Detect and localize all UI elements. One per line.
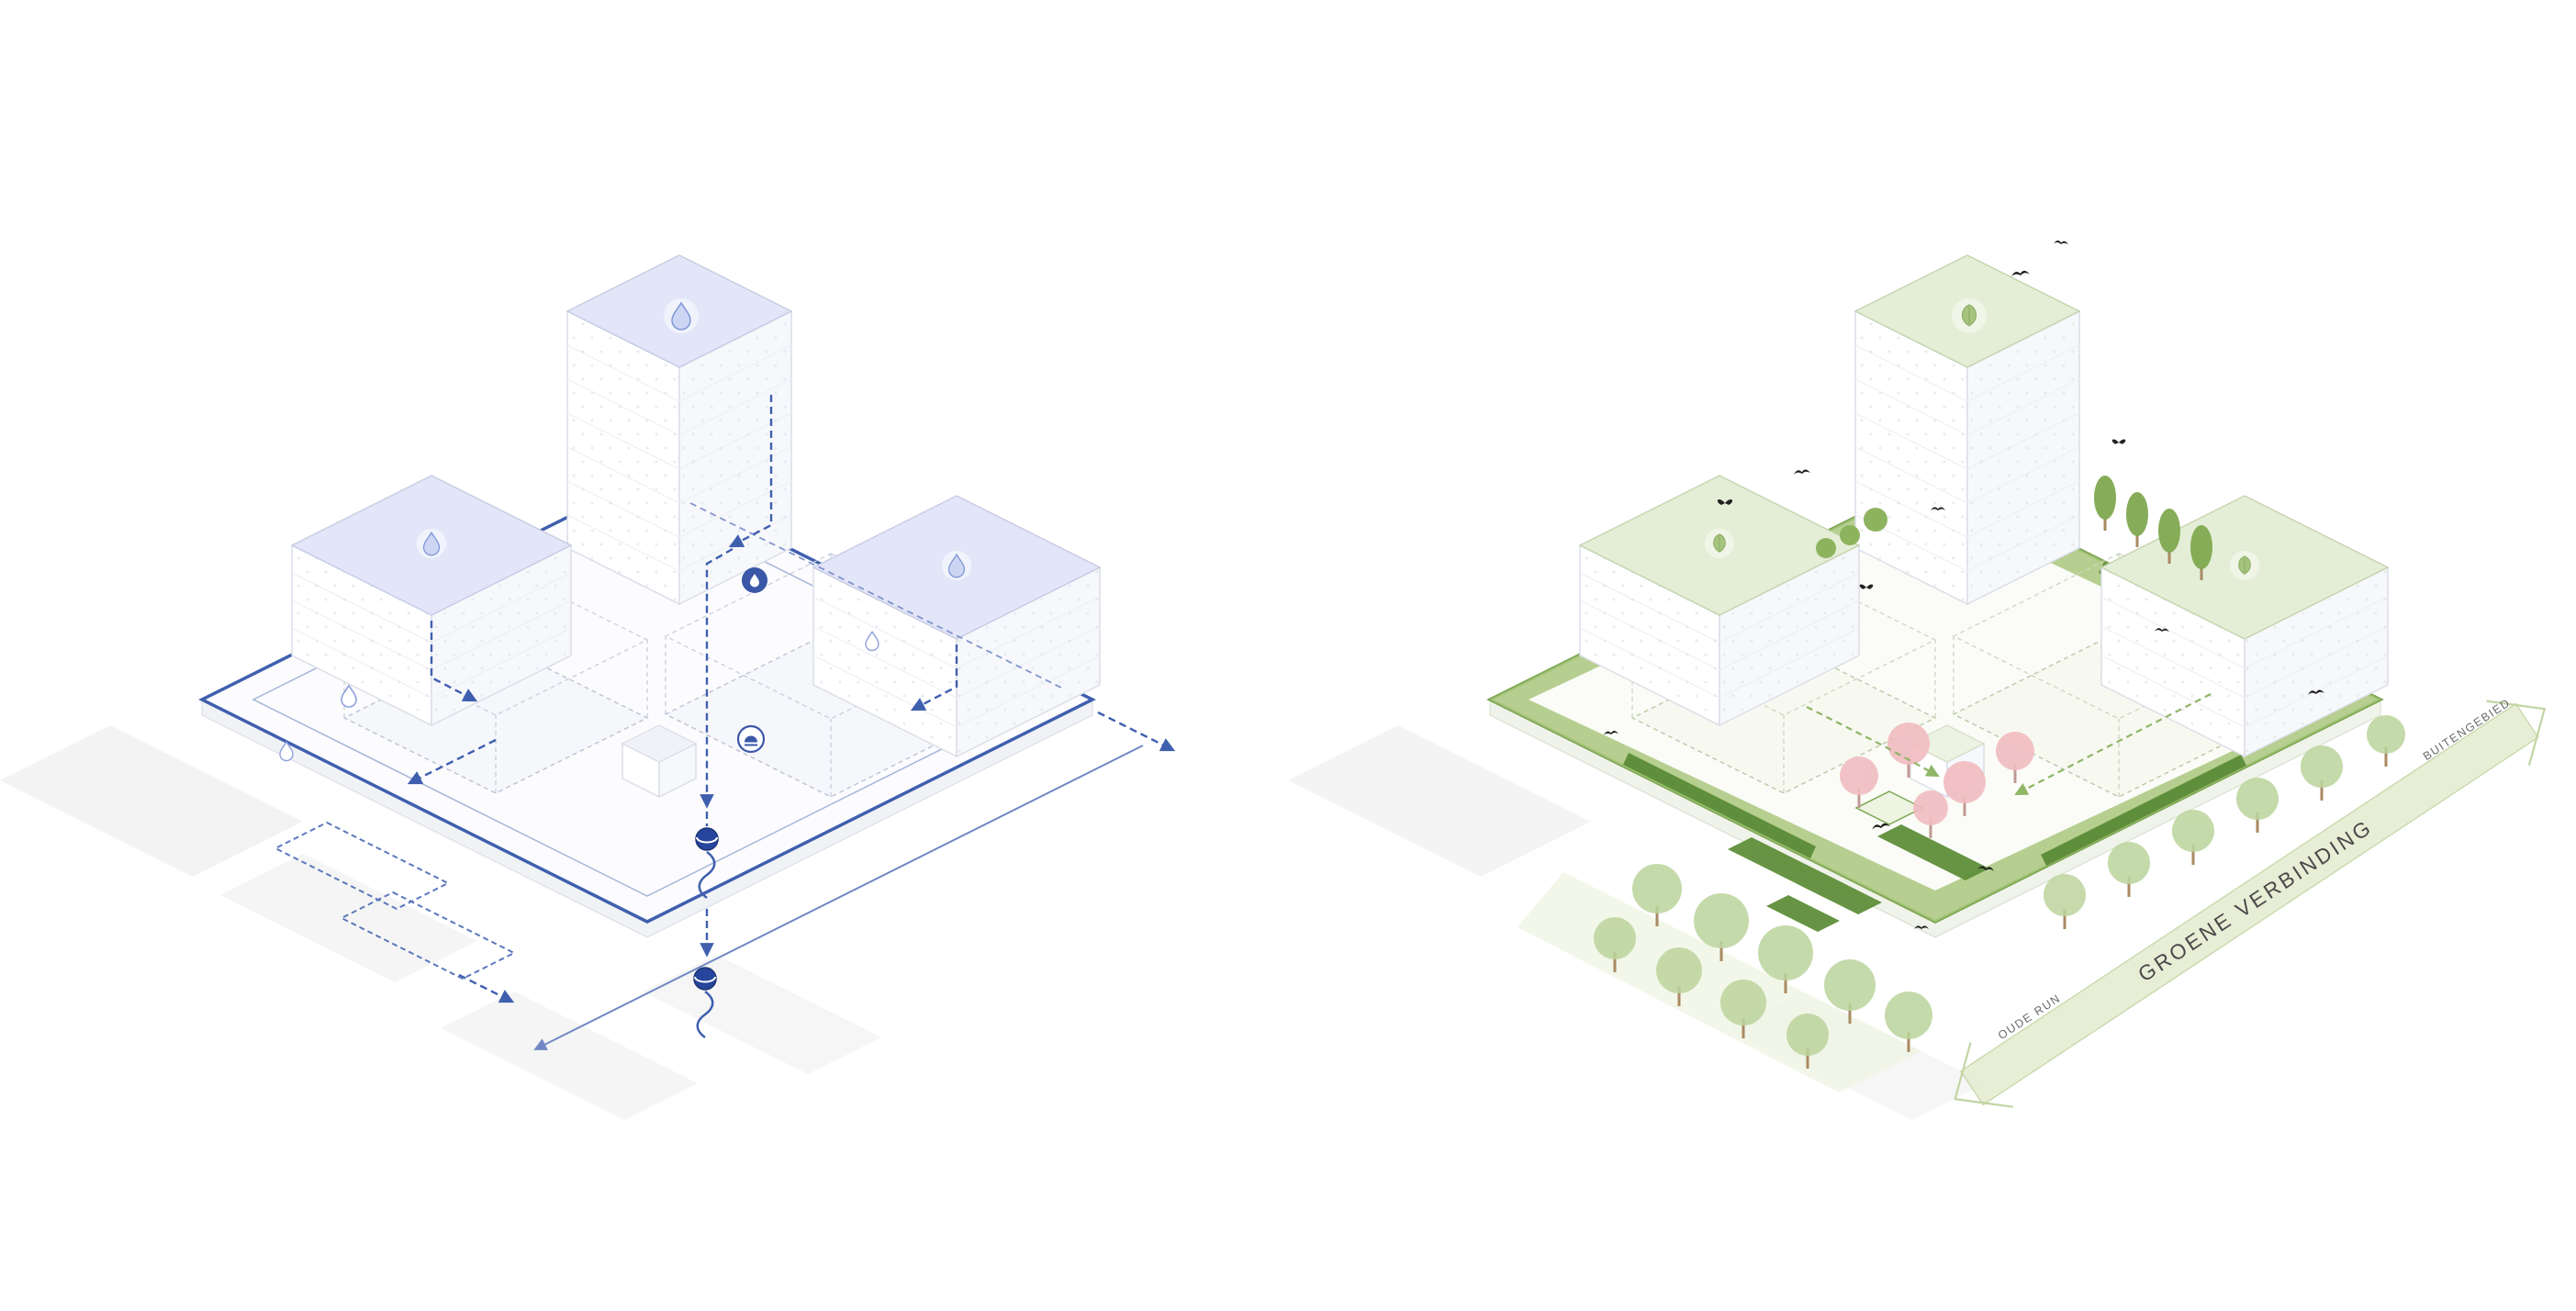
green-roof-leaf-icon [1952, 298, 1987, 333]
green-routes [1806, 693, 2212, 795]
water-drop-icon [341, 684, 357, 708]
water-drop-icon [664, 298, 699, 333]
drainage-channel [273, 821, 451, 911]
butterfly-icons [1717, 439, 2126, 589]
garden-hedges [1728, 824, 1989, 932]
green-diagram-panel: GROENE VERBINDING OUDE RUN BUITENGEBIED [1288, 0, 2576, 1311]
tree-crowns [1594, 715, 2405, 1056]
retention-basin-icon [736, 724, 766, 754]
ghost-volume-right [664, 553, 998, 797]
water-drop-icon [941, 550, 972, 581]
watercourse-line [533, 745, 1144, 1050]
water-flow-network [273, 395, 1176, 1050]
left-slab-building [290, 475, 573, 727]
water-drop-icon [416, 528, 447, 559]
drainage-channel [339, 891, 517, 980]
water-drop-icon [279, 740, 294, 762]
green-roof-leaf-icon [2229, 550, 2260, 581]
kiosk-building [621, 724, 698, 799]
shrub-cluster [1816, 508, 1887, 558]
infiltration-well-icon [695, 827, 719, 900]
planter-box [1854, 790, 1924, 825]
infiltration-well-icon [693, 967, 717, 1039]
tower-building [566, 254, 793, 606]
water-storage-icon [742, 567, 767, 593]
left-slab-building [1578, 475, 1861, 727]
ground-shadows [0, 725, 881, 1120]
tower-building [1854, 254, 2081, 606]
bird-icons [1604, 241, 2324, 929]
ghost-volume-right [1952, 553, 2286, 797]
water-drop-icon [865, 630, 879, 652]
water-diagram-panel [0, 254, 1176, 1120]
green-roof-leaf-icon [1704, 528, 1735, 559]
corridor-label: GROENE VERBINDING [2134, 814, 2377, 986]
cypress-trees [2094, 476, 2212, 580]
